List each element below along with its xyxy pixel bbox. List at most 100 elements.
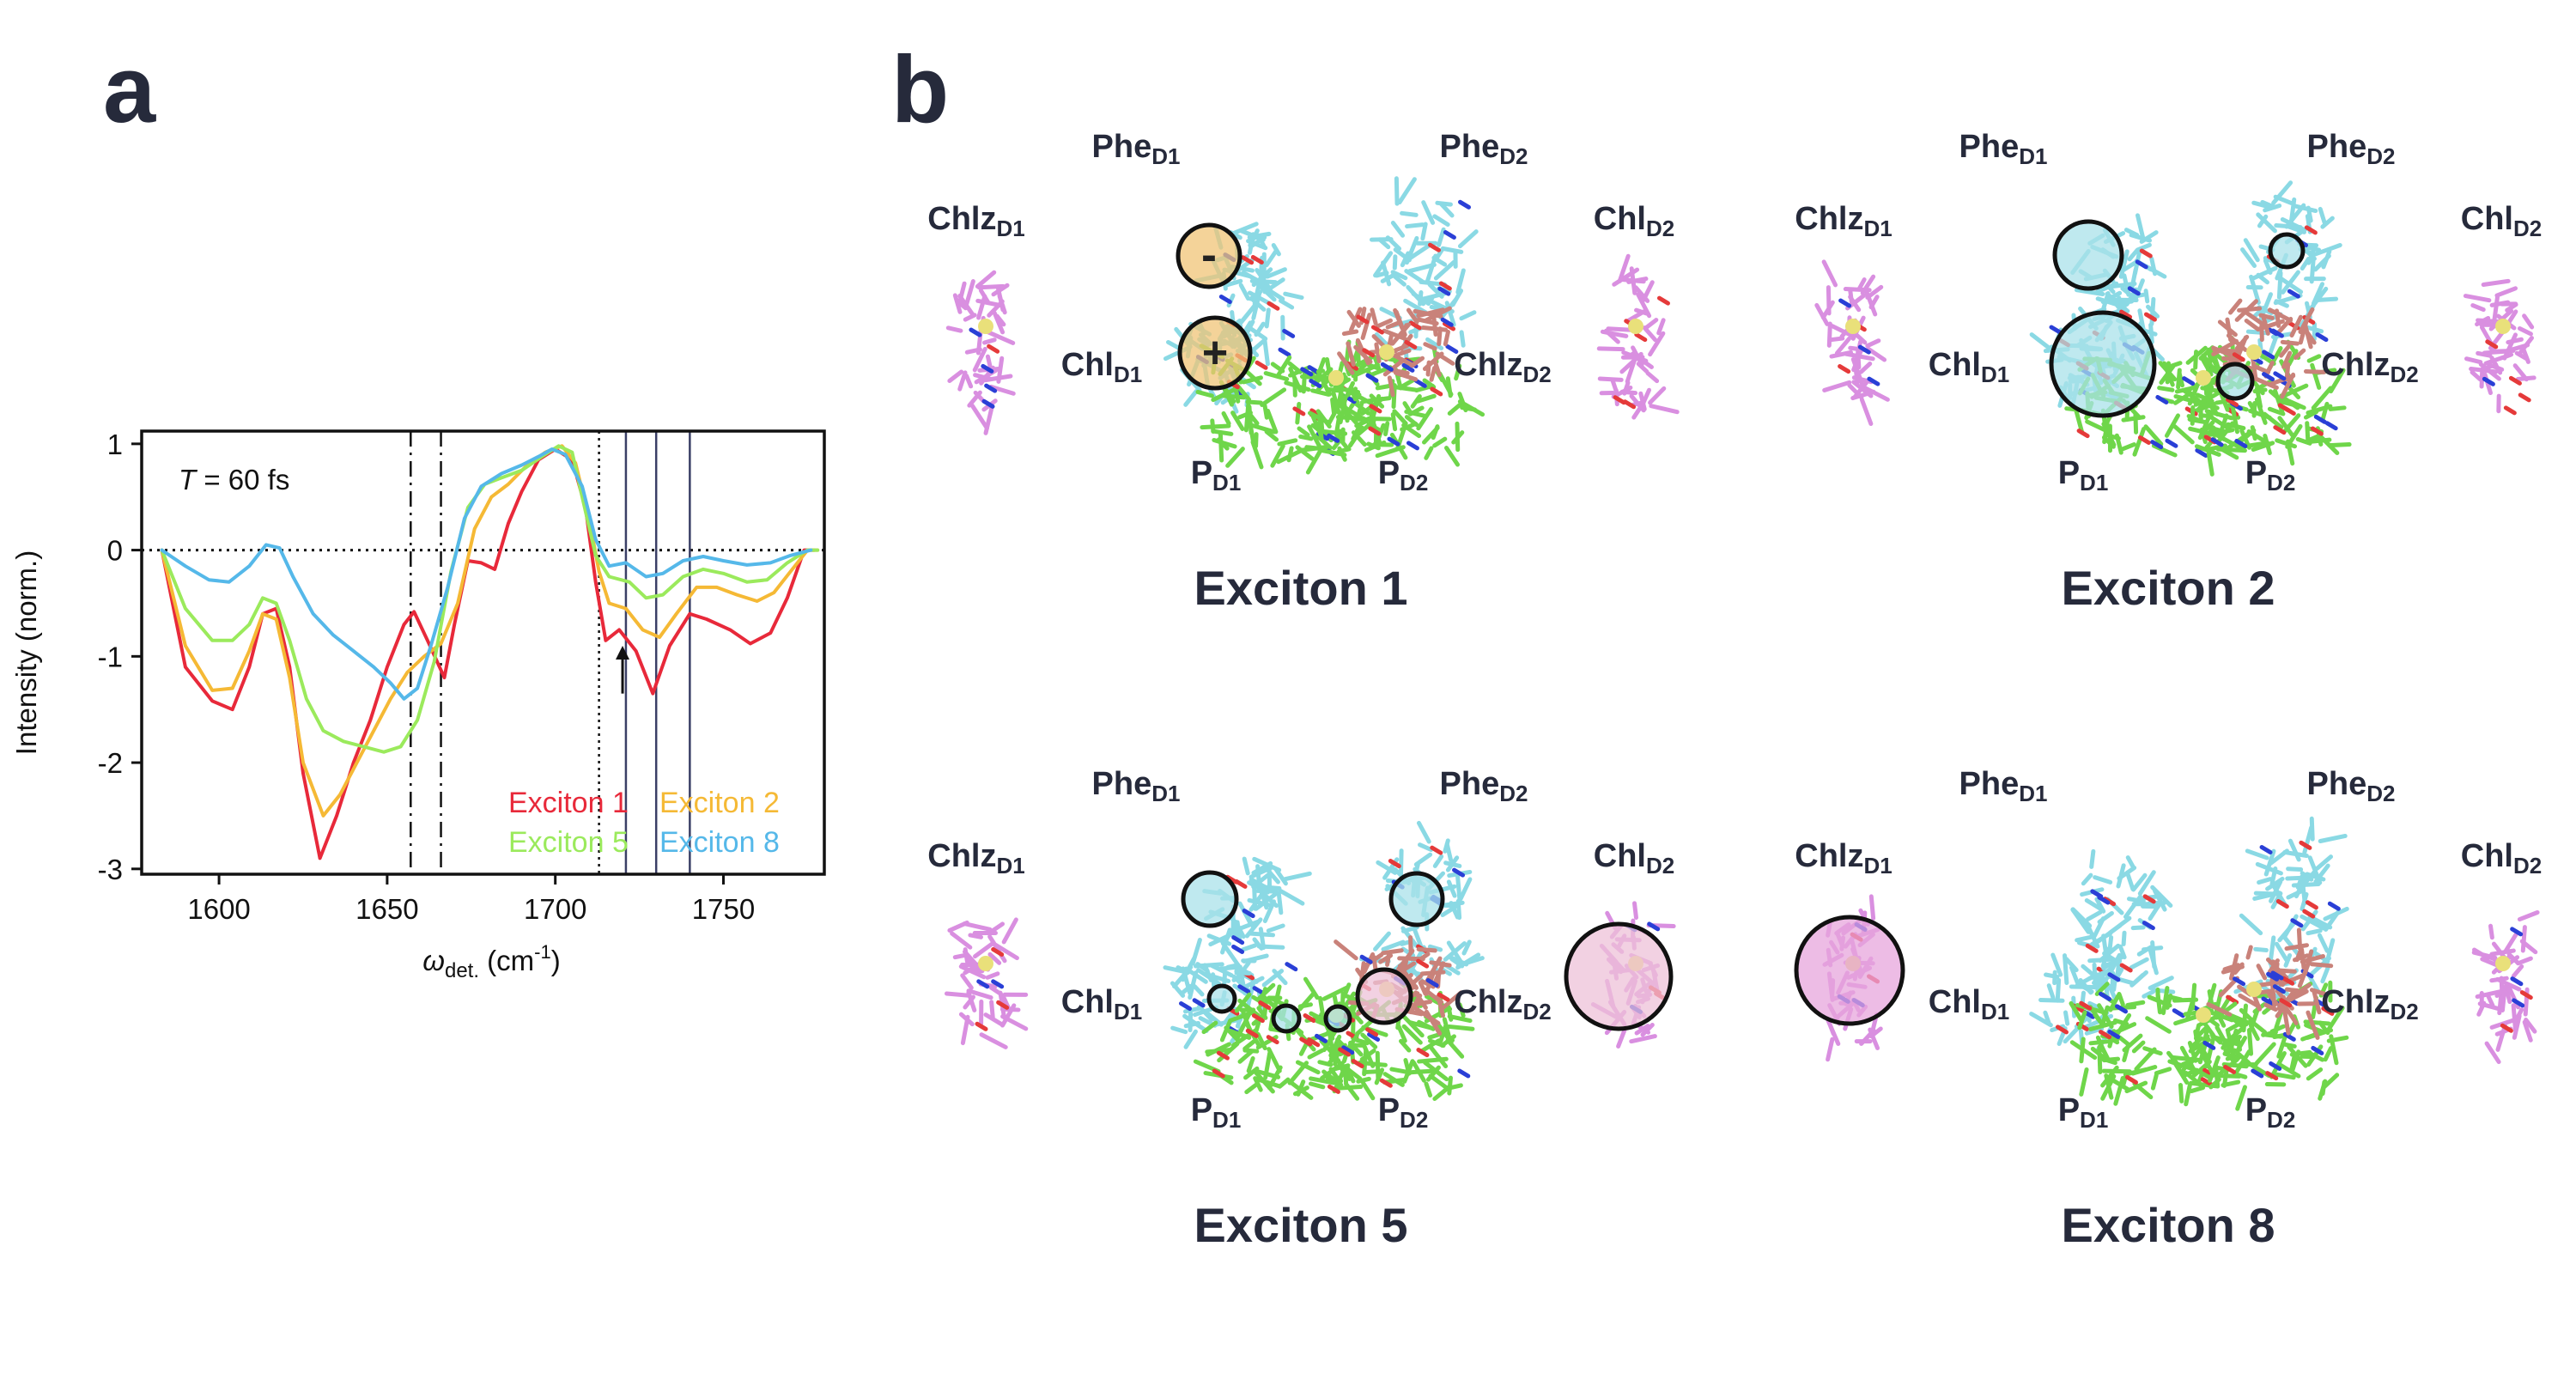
label-chl-d2: ChlD2 (2461, 838, 2542, 879)
label-chl-d1: ChlD1 (1929, 347, 2009, 387)
p-d2-structure (1301, 339, 1485, 475)
label-p-d1: PD1 (1191, 1092, 1242, 1133)
legend-entry-2: Exciton 2 (659, 787, 780, 819)
label-phe-d2: PheD2 (2307, 129, 2396, 169)
chlz-d2-inner-structure (2206, 927, 2334, 1040)
phe-d2-structure (2240, 180, 2342, 360)
label-chlz-d1: ChlzD1 (927, 838, 1024, 879)
label-phe-d2: PheD2 (1440, 129, 1528, 169)
x-axis-label: ωdet. (cm-1) (422, 941, 560, 982)
arrow-head (616, 645, 630, 660)
mg-atom (2196, 1007, 2211, 1023)
x-tick-label: 1600 (187, 893, 250, 925)
exciton-title: Exciton 2 (2062, 561, 2275, 615)
label-chlz-d1: ChlzD1 (1795, 201, 1892, 241)
population-circle (1388, 871, 1445, 927)
x-tick-label: 1750 (692, 893, 755, 925)
x-tick-label: 1650 (355, 893, 418, 925)
population-circle (1794, 915, 1905, 1026)
y-tick-label: 1 (107, 429, 123, 460)
label-phe-d1: PheD1 (1959, 129, 2048, 169)
label-phe-d1: PheD1 (1092, 129, 1181, 169)
population-circle (1181, 870, 1239, 928)
label-chlz-d2: ChlzD2 (1454, 984, 1551, 1024)
label-chl-d2: ChlD2 (1594, 838, 1674, 879)
legend-entry-4: Exciton 8 (659, 826, 780, 859)
charge-plus-circle (1177, 315, 1253, 391)
phe-d2-structure (1369, 176, 1479, 366)
population-circle (1206, 983, 1237, 1014)
population-circle (2052, 219, 2124, 291)
mg-atom (2196, 370, 2211, 386)
chlz-d1-structure (944, 917, 1029, 1049)
label-phe-d2: PheD2 (2307, 766, 2396, 806)
label-p-d1: PD1 (2058, 1092, 2109, 1133)
y-tick-label: -3 (98, 854, 123, 885)
p-d2-structure (2171, 980, 2349, 1111)
label-chl-d1: ChlD1 (1929, 984, 2009, 1024)
plus-symbol: + (1202, 328, 1228, 378)
chlz-d1-structure (1814, 259, 1890, 426)
chl-d2-structure (2463, 278, 2537, 416)
label-p-d1: PD1 (1191, 455, 1242, 495)
mg-atom (1379, 344, 1394, 360)
exciton-title: Exciton 1 (1194, 561, 1408, 615)
time-annotation: T = 60 fs (179, 464, 289, 495)
chl-d2-structure (1596, 253, 1680, 420)
label-chlz-d2: ChlzD2 (2321, 347, 2418, 387)
label-chlz-d1: ChlzD1 (927, 201, 1024, 241)
label-p-d2: PD2 (1378, 1092, 1429, 1133)
y-tick-label: -2 (98, 747, 123, 779)
mg-atom (1328, 370, 1344, 386)
population-circle (1355, 967, 1413, 1025)
population-circle (2268, 232, 2306, 270)
exciton-title: Exciton 5 (1194, 1198, 1408, 1252)
label-phe-d1: PheD1 (1092, 766, 1181, 806)
legend-entry-1: Exciton 1 (508, 787, 629, 819)
label-phe-d2: PheD2 (1440, 766, 1528, 806)
label-chl-d1: ChlD1 (1061, 984, 1142, 1024)
mg-atom (1628, 319, 1643, 334)
mg-atom (978, 956, 993, 971)
panel-b-letter: b (891, 37, 950, 143)
label-p-d1: PD1 (2058, 455, 2109, 495)
chl-d2-structure (2471, 910, 2540, 1065)
population-circle (2215, 362, 2255, 401)
label-p-d2: PD2 (2245, 455, 2296, 495)
series-line-3 (160, 444, 820, 754)
chl-d1-tail (1163, 937, 1265, 1049)
population-circle (1323, 1004, 1352, 1033)
mg-atom (2495, 956, 2511, 971)
y-tick-label: -1 (98, 641, 123, 672)
label-chlz-d2: ChlzD2 (2321, 984, 2418, 1024)
exciton-title: Exciton 8 (2062, 1198, 2275, 1252)
label-chlz-d1: ChlzD1 (1795, 838, 1892, 879)
series-line-2 (160, 444, 820, 818)
chlz-d1-structure (945, 270, 1016, 435)
legend-entry-3: Exciton 5 (508, 826, 629, 859)
population-circle (1271, 1003, 1302, 1034)
label-chl-d2: ChlD2 (1594, 201, 1674, 241)
series-line-1 (160, 447, 817, 860)
chlz-d2-inner-structure (1334, 935, 1463, 1036)
chlz-d2-inner-structure (1337, 306, 1455, 398)
mg-atom (2246, 982, 2262, 997)
charge-minus-circle (1176, 222, 1242, 289)
label-p-d2: PD2 (2245, 1092, 2296, 1133)
y-axis-label: Intensity (norm.) (10, 550, 42, 755)
plot-frame (140, 429, 826, 876)
mg-atom (2495, 319, 2511, 334)
series-line-4 (160, 447, 813, 701)
panel-a-letter: a (103, 37, 156, 143)
minus-symbol: - (1201, 229, 1217, 281)
y-tick-label: 0 (107, 535, 123, 567)
mg-atom (1845, 319, 1861, 334)
chlz-d2-inner-structure (2211, 298, 2327, 399)
label-phe-d1: PheD1 (1959, 766, 2048, 806)
